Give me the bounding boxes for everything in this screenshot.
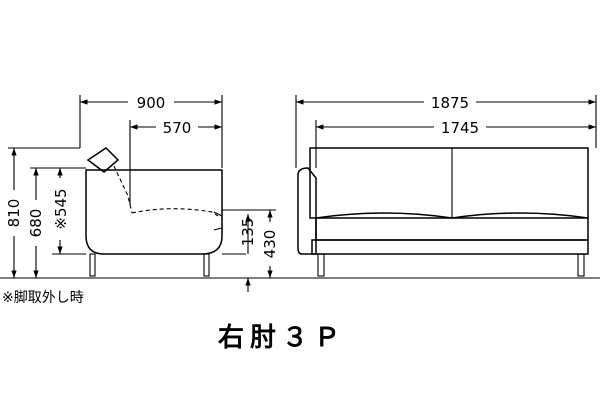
dim-seat-height: 430 xyxy=(261,230,279,259)
dim-back-height: 680 xyxy=(27,209,45,238)
dim-side-depth: 900 xyxy=(137,94,166,112)
dim-arm-height-no-legs: ※545 xyxy=(52,188,70,229)
front-view xyxy=(297,147,589,277)
dim-side-seat-depth: 570 xyxy=(163,119,192,137)
dim-front-total-width: 1875 xyxy=(431,94,469,112)
page-title: 右肘３Ｐ xyxy=(218,323,346,353)
side-dimensions: 900 570 810 680 ※545 135 430 xyxy=(5,94,279,292)
dim-front-inner-width: 1745 xyxy=(441,119,479,137)
dim-leg-clearance: 135 xyxy=(239,218,257,247)
dim-total-height: 810 xyxy=(5,199,23,228)
front-dimensions: 1875 1745 xyxy=(295,94,597,168)
footnote: ※脚取外し時 xyxy=(2,290,84,306)
side-view xyxy=(0,147,600,279)
